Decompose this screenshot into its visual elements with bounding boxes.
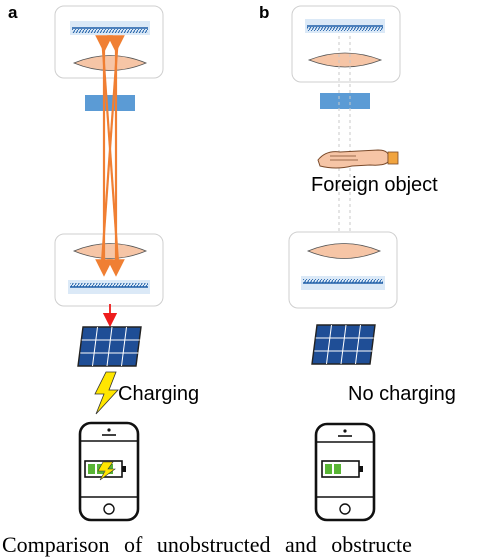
lens-icon (307, 52, 383, 68)
retroreflector-icon (68, 280, 150, 294)
panel-a (54, 5, 164, 522)
battery-icon (321, 460, 363, 478)
no-charging-label: No charging (348, 383, 456, 405)
foreign-object-label: Foreign object (311, 174, 438, 196)
solar-panel-icon (311, 324, 376, 365)
charging-label: Charging (118, 383, 200, 405)
hand-icon (317, 149, 399, 169)
lens-icon (306, 243, 382, 259)
solar-panel-icon (77, 326, 142, 367)
figure-caption: Comparison of unobstructed and obstructe (2, 532, 412, 557)
panel-b (288, 5, 401, 522)
retroreflector-icon (70, 21, 150, 35)
beam-splitter-icon (320, 93, 370, 109)
resonant-beam (95, 35, 125, 277)
battery-icon (84, 460, 126, 481)
beam-splitter-icon (85, 95, 135, 111)
transmitter-housing (291, 5, 401, 83)
retroreflector-icon (305, 19, 385, 33)
lightning-icon (94, 371, 119, 415)
retroreflector-icon (301, 276, 385, 290)
panel-label-b: b (259, 3, 270, 22)
panel-label-a: a (8, 3, 18, 22)
